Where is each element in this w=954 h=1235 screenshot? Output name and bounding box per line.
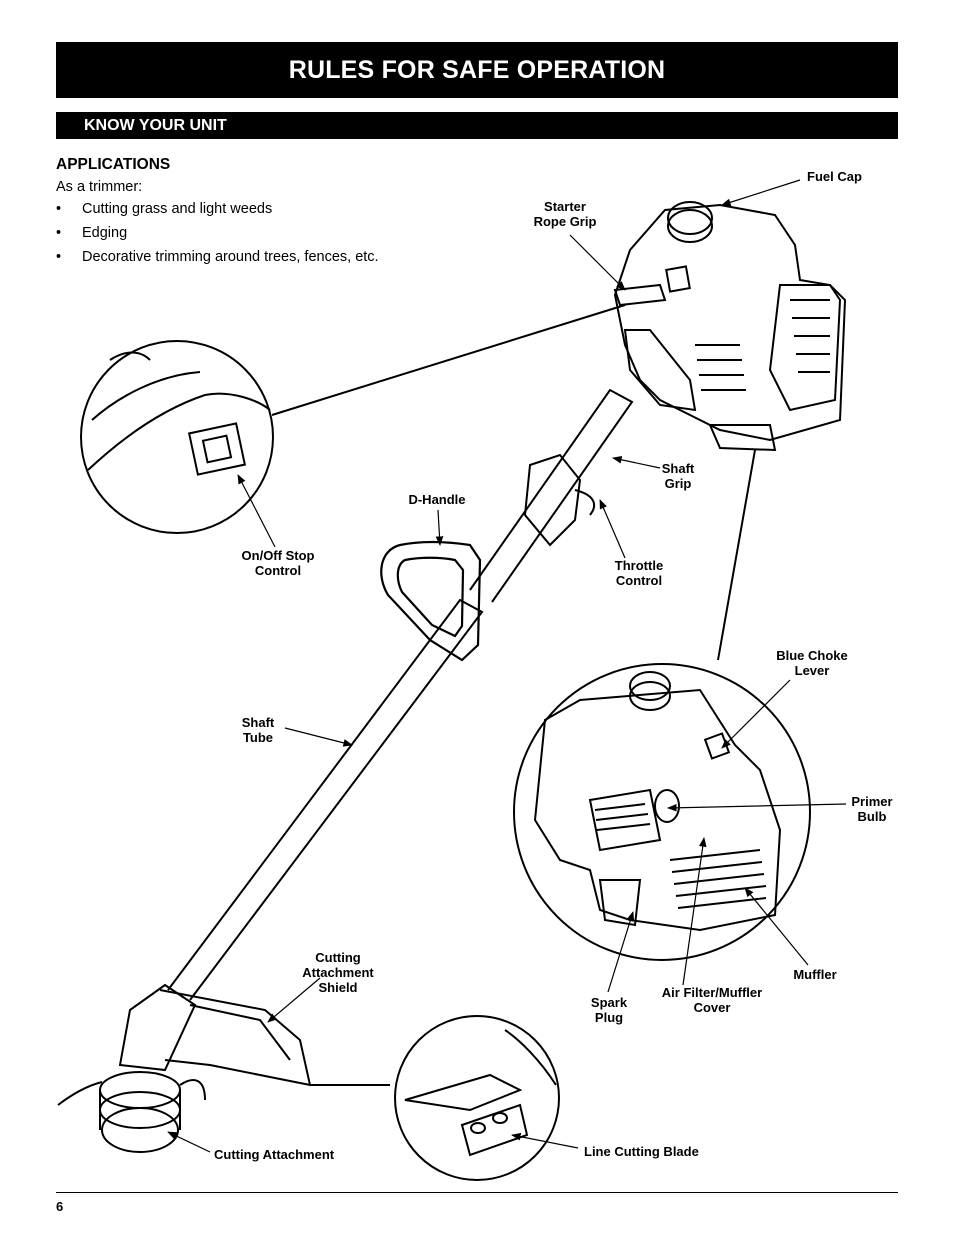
- label-throttle-control: Throttle Control: [614, 558, 664, 588]
- label-on-off-stop-control: On/Off Stop Control: [241, 548, 315, 578]
- label-line-cutting-blade: Line Cutting Blade: [584, 1144, 699, 1159]
- leader-d-handle: [435, 509, 444, 546]
- leader-muffler: [744, 887, 809, 966]
- label-d-handle: D-Handle: [408, 492, 466, 507]
- shaft-grip-drawing: [523, 453, 596, 547]
- list-item-text: Decorative trimming around trees, fences…: [82, 249, 379, 265]
- leader-on-off-stop-control: [237, 474, 276, 548]
- leader-cutting-attachment: [167, 1131, 211, 1153]
- leader-spark-plug: [607, 911, 635, 993]
- label-spark-plug: Spark Plug: [590, 995, 628, 1025]
- switch-detail-circle: [80, 304, 626, 534]
- leader-air-filter-muffler-cover: [682, 837, 707, 986]
- leader-starter-rope-grip: [569, 234, 626, 291]
- page-title-text: RULES FOR SAFE OPERATION: [288, 55, 666, 84]
- label-shaft-grip: Shaft Grip: [661, 461, 695, 491]
- label-primer-bulb: Primer Bulb: [851, 794, 893, 824]
- engine-detail-circle: [513, 449, 811, 961]
- label-shaft-tube: Shaft Tube: [241, 715, 275, 745]
- engine-drawing: [613, 201, 847, 452]
- shaft-tube-drawing: [167, 388, 634, 1001]
- bullet-icon: •: [56, 201, 62, 217]
- leader-cutting-attachment-shield: [267, 977, 321, 1023]
- leader-shaft-tube: [284, 727, 353, 747]
- leader-primer-bulb: [667, 803, 847, 812]
- list-item-text: Edging: [82, 225, 128, 241]
- label-cutting-attachment-shield: Cutting Attachment Shield: [302, 950, 374, 995]
- label-air-filter-muffler-cover: Air Filter/Muffler Cover: [661, 985, 763, 1015]
- bullet-icon: •: [56, 249, 62, 265]
- leader-line-cutting-blade: [511, 1132, 579, 1149]
- cutting-head-drawing: [57, 983, 390, 1153]
- label-blue-choke-lever: Blue Choke Lever: [776, 648, 848, 678]
- section-heading: KNOW YOUR UNIT: [56, 112, 898, 139]
- section-heading-text: KNOW YOUR UNIT: [84, 116, 227, 134]
- footer-divider: [56, 1192, 898, 1193]
- label-starter-rope-grip: Starter Rope Grip: [533, 199, 597, 229]
- leader-throttle-control: [599, 499, 626, 559]
- leader-lines: [167, 179, 847, 1153]
- page-number: 6: [56, 1199, 64, 1214]
- page-title: RULES FOR SAFE OPERATION: [56, 42, 898, 98]
- list-item: • Edging: [56, 224, 379, 248]
- label-fuel-cap: Fuel Cap: [807, 169, 862, 184]
- blade-detail-circle: [394, 1015, 560, 1181]
- leader-fuel-cap: [721, 179, 801, 207]
- list-item: • Cutting grass and light weeds: [56, 200, 379, 224]
- applications-intro: As a trimmer:: [56, 179, 143, 195]
- leader-blue-choke-lever: [721, 679, 791, 749]
- bullet-icon: •: [56, 225, 62, 241]
- d-handle-drawing: [380, 540, 482, 662]
- list-item-text: Cutting grass and light weeds: [82, 201, 273, 217]
- applications-list: • Cutting grass and light weeds • Edging •…: [56, 200, 379, 272]
- list-item: • Decorative trimming around trees, fence…: [56, 248, 379, 272]
- label-cutting-attachment: Cutting Attachment: [214, 1147, 335, 1162]
- leader-shaft-grip: [612, 456, 661, 469]
- applications-heading: APPLICATIONS: [56, 156, 171, 173]
- label-muffler: Muffler: [793, 967, 837, 982]
